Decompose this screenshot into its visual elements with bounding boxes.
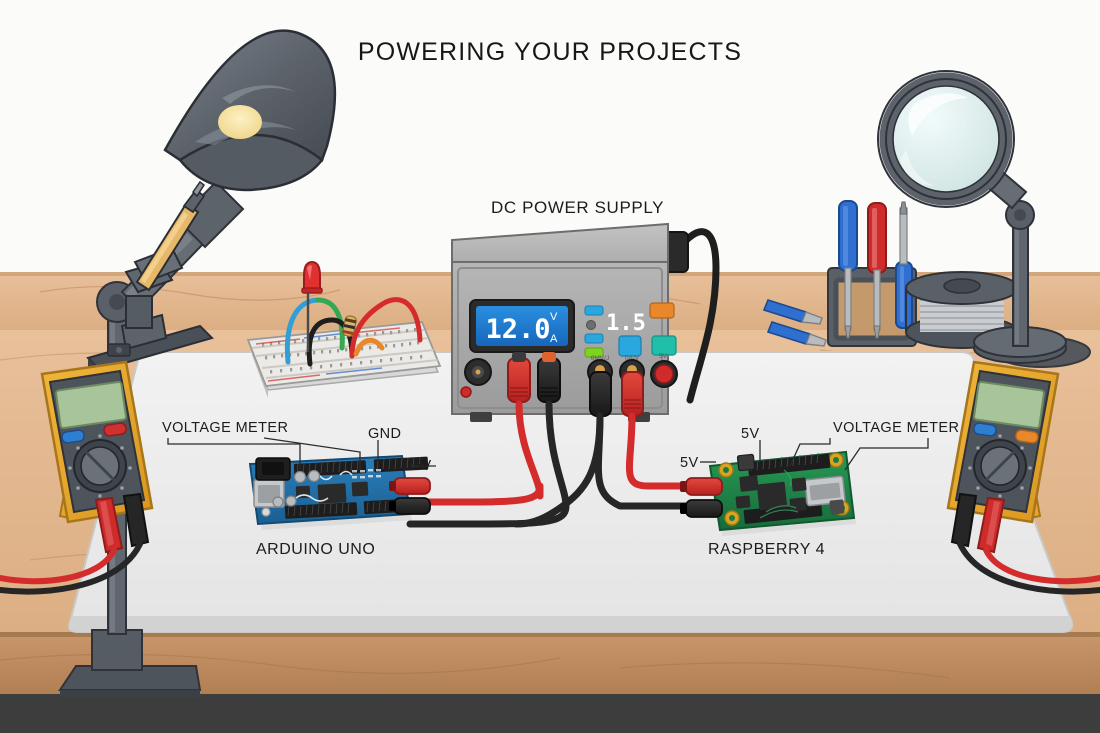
power-cables: [406, 400, 704, 528]
screwdriver-blue-1: [838, 200, 858, 339]
label-voltage-meter-right: VOLTAGE METER: [833, 420, 960, 436]
psu-current-readout: 1.5: [606, 311, 646, 336]
psu-buttons[interactable]: [618, 302, 677, 357]
red-led: [301, 260, 323, 352]
arduino-power-connectors: [389, 477, 431, 515]
screwdriver-blue-2: [895, 201, 913, 329]
label-voltage-meter-left: VOLTAGE METER: [162, 420, 289, 436]
multimeter-right-display: [973, 380, 1045, 430]
raspberry-pi-board: [680, 450, 856, 536]
label-5v-arduino: 5V: [413, 458, 432, 474]
magnifier-lamp: [877, 70, 1067, 364]
psu-amp-unit: A: [550, 333, 558, 345]
page-title: POWERING YOUR PROJECTS: [357, 38, 743, 66]
tweezers-pair: [762, 299, 827, 347]
pi-micro-usb: [736, 453, 756, 472]
soldering-iron-stand: [86, 180, 214, 378]
pi-ics: [735, 475, 807, 512]
jumper-wires: [284, 297, 423, 367]
psu-indicator-lights[interactable]: [584, 305, 604, 358]
lamp-bulb-glow: [218, 105, 262, 139]
psu-plug-red-left: [507, 352, 531, 403]
label-gnd: GND: [368, 426, 402, 442]
multimeter-left-probes: [94, 492, 150, 554]
label-raspberry-pi: RASPBERRY 4: [708, 541, 825, 558]
breadboard-assembly: [246, 260, 442, 398]
screwdriver-red: [867, 202, 887, 339]
psu-volt-unit: V: [550, 311, 558, 323]
psu-plug-black-right: [589, 371, 612, 417]
psu-main-display: 12.0 V A: [469, 299, 575, 353]
dc-power-supply: 12.0 V A 1.5 6MV/J 0A/V: [451, 222, 720, 422]
screwdriver-rack: [827, 200, 917, 347]
label-5v-pi-top: 5V: [741, 426, 760, 442]
arduino-uno-board: [248, 454, 431, 530]
psu-port-label-1: 6MV/J: [591, 355, 609, 362]
psu-plug-red-right: [621, 371, 644, 417]
callout-leader-lines: [167, 437, 929, 471]
multimeter-right-button-orange[interactable]: [1015, 429, 1039, 444]
resistor: [342, 315, 357, 337]
multimeter-left: [0, 360, 154, 595]
label-arduino-uno: ARDUINO UNO: [256, 541, 376, 558]
pi-power-connectors: [680, 477, 723, 518]
multimeter-left-button-blue[interactable]: [61, 429, 85, 444]
multimeter-right-button-blue[interactable]: [973, 422, 997, 437]
arduino-capacitors: [272, 469, 321, 508]
psu-port-label-3: 5V: [659, 353, 668, 360]
multimeter-right-probes: [950, 492, 1006, 554]
work-mat: [68, 351, 1074, 633]
psu-voltage-readout: 12.0: [485, 314, 550, 345]
psu-port-label-2: 0A/V: [625, 355, 640, 362]
psu-plug-black-left: [537, 352, 561, 403]
label-5v-pi-left: 5V: [680, 455, 699, 471]
multimeter-left-button-red[interactable]: [103, 422, 127, 437]
breadboard: [246, 321, 442, 387]
multimeter-right: [946, 360, 1100, 595]
multimeter-left-display: [55, 380, 127, 430]
label-dc-power-supply: DC POWER SUPPLY: [491, 198, 665, 217]
floor-strip: [0, 694, 1100, 733]
